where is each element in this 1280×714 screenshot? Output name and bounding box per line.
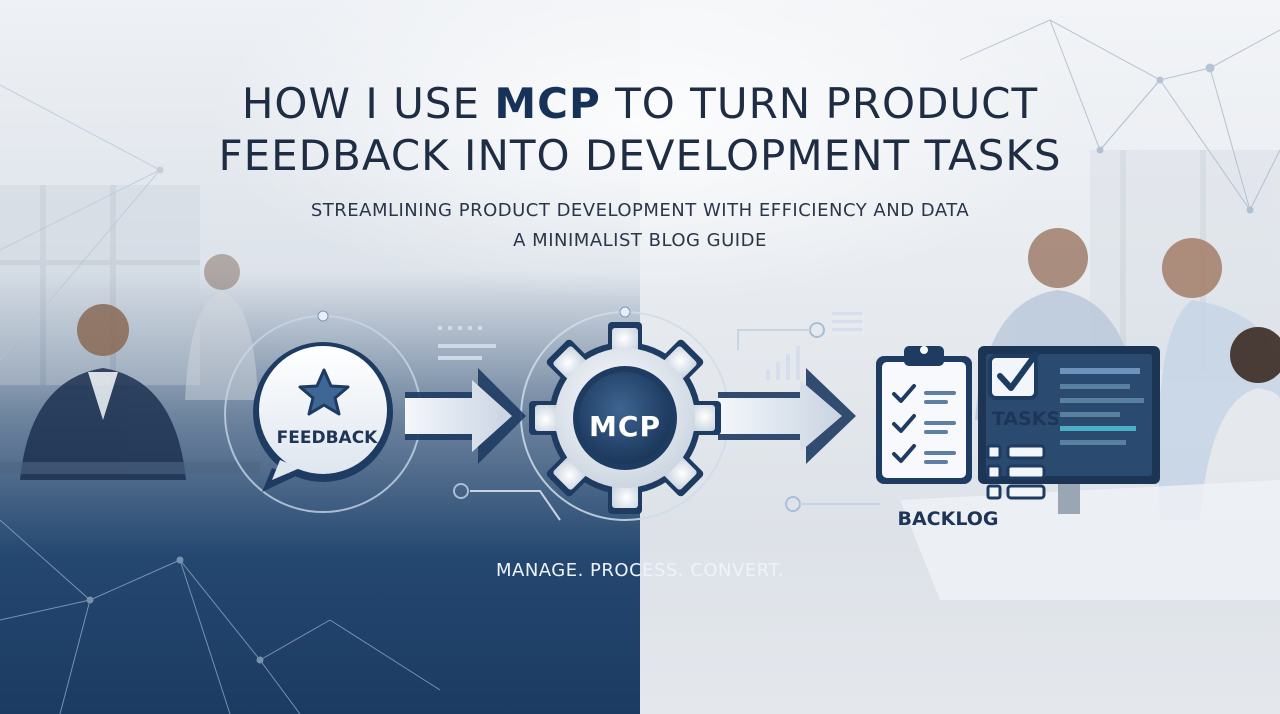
- subtitle-line-2: A MINIMALIST BLOG GUIDE: [513, 230, 767, 251]
- orbit-node-2: [453, 483, 469, 499]
- orbit-node-3: [619, 306, 631, 318]
- gear-icon: [529, 322, 721, 514]
- tagline: MANAGE. PROCESS. CONVERT.: [495, 560, 784, 581]
- arrow-mcp-to-tasks: [718, 368, 856, 464]
- subtitle: STREAMLINING PRODUCT DEVELOPMENT WITH EF…: [0, 196, 1280, 256]
- title-emphasis: MCP: [494, 79, 601, 128]
- star-icon: [298, 368, 350, 416]
- orbit-node-1: [317, 310, 329, 322]
- checkbox-icon: [988, 351, 1039, 400]
- feedback-bubble: [253, 342, 393, 492]
- orbit-node-4: [785, 496, 801, 512]
- subtitle-line-1: STREAMLINING PRODUCT DEVELOPMENT WITH EF…: [310, 200, 970, 221]
- feedback-label: FEEDBACK: [276, 428, 378, 448]
- arrow-feedback-to-mcp: [405, 368, 526, 464]
- title-line-1-suffix: TO TURN PRODUCT: [600, 79, 1039, 128]
- page-title: HOW I USE MCP TO TURN PRODUCT FEEDBACK I…: [0, 78, 1280, 182]
- backlog-label: BACKLOG: [897, 508, 999, 530]
- title-line-1: HOW I USE MCP TO TURN PRODUCT: [0, 78, 1280, 130]
- orbit-node-5: [809, 322, 825, 338]
- dot-dash-ui-left: [438, 326, 496, 360]
- bar-graph-decor: [766, 312, 862, 380]
- list-icon: [986, 444, 1046, 500]
- tasks-label: TASKS: [991, 408, 1061, 430]
- clipboard-checklist-icon: [876, 346, 972, 484]
- mcp-label: MCP: [589, 410, 661, 443]
- title-line-1-prefix: HOW I USE: [241, 79, 495, 128]
- title-line-2: FEEDBACK INTO DEVELOPMENT TASKS: [218, 131, 1062, 180]
- decor-lines: [470, 329, 880, 521]
